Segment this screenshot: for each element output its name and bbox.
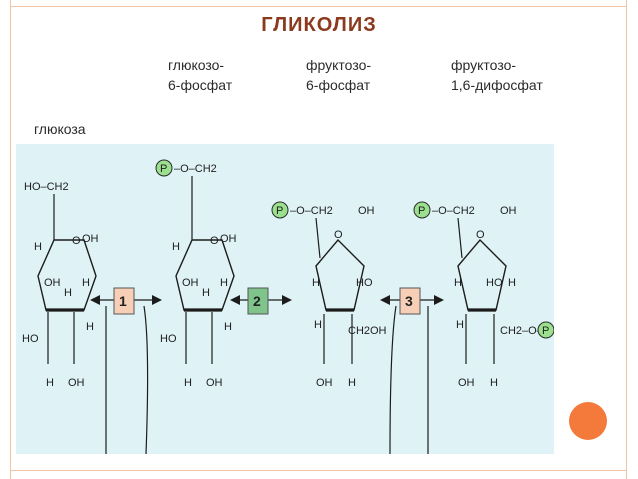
glycolysis-diagram: глюкоза глюкозо- 6-фосфат фруктозо- 6-фо… — [16, 57, 554, 454]
g6p-phosphate — [155, 159, 173, 177]
g6p-p: P — [160, 163, 167, 175]
g6p-h-4: H — [224, 321, 232, 333]
g6p-oh-2: OH — [182, 277, 199, 289]
frame-top-line — [10, 6, 626, 7]
step-1-box — [113, 287, 135, 315]
f16bp-oh-1: OH — [500, 205, 517, 217]
f16bp-h-2: H — [508, 277, 516, 289]
glucose-ho-ch2: HO–CH2 — [24, 181, 69, 193]
frame-bottom-line — [10, 470, 626, 471]
glucose-oh-2: OH — [44, 277, 61, 289]
label-g6p-line2: 6-фосфат — [168, 77, 233, 93]
g6p-structure: P –O–CH2 O OH H OH H H HO H H OH — [155, 159, 237, 389]
step-2-box — [247, 287, 269, 315]
label-f16bp-line2: 1,6-дифосфат — [451, 77, 543, 93]
f6p-oh-3: OH — [316, 377, 333, 389]
g6p-o-ch2: –O–CH2 — [174, 163, 217, 175]
g6p-ring-o: O — [210, 235, 219, 247]
step-1: 1 — [90, 287, 162, 454]
glucose-structure: HO–CH2 O OH H OH H H HO H H OH — [22, 181, 99, 389]
f6p-structure: P –O–CH2 O OH H HO H CH2OH OH H — [271, 201, 387, 389]
g6p-h-2: H — [220, 277, 228, 289]
f6p-h-3: H — [348, 377, 356, 389]
step-3-arrow-left — [380, 295, 390, 305]
g6p-oh-3: OH — [206, 377, 223, 389]
glucose-h-5: H — [46, 377, 54, 389]
f16bp-o-ch2: –O–CH2 — [432, 205, 475, 217]
f16bp-h-1: H — [454, 277, 462, 289]
f6p-oh-2: HO — [356, 277, 373, 289]
f6p-h-2: H — [314, 319, 322, 331]
slide-title: ГЛИКОЛИЗ — [261, 14, 377, 36]
f16bp-phosphate-1 — [413, 201, 431, 219]
g6p-h-5: H — [184, 377, 192, 389]
label-f6p-line2: 6-фосфат — [306, 77, 371, 93]
g6p-oh-1: OH — [220, 233, 237, 245]
f6p-phosphate — [271, 201, 289, 219]
f16bp-oh-2: OH — [458, 377, 475, 389]
g6p-h-3: H — [202, 287, 210, 299]
frame-right-line — [626, 0, 627, 479]
f16bp-bond — [457, 217, 463, 259]
step-2-number: 2 — [253, 293, 261, 309]
step-3: 3 — [380, 287, 444, 454]
step-2-arrow-left — [230, 295, 240, 305]
glucose-oh-1: OH — [82, 233, 99, 245]
glucose-ho: HO — [22, 333, 39, 345]
label-glucose: глюкоза — [34, 121, 86, 137]
f16bp-ch2-o: CH2–O– — [500, 325, 544, 337]
step-3-box — [399, 287, 421, 315]
f16bp-h-4: H — [490, 377, 498, 389]
f6p-ring-o: O — [334, 229, 343, 241]
g6p-h-1: H — [172, 241, 180, 253]
f16bp-h-3: H — [456, 319, 464, 331]
f16bp-p1: P — [418, 205, 425, 217]
glucose-ring-o: O — [72, 235, 81, 247]
f16bp-structure: P –O–CH2 O OH H HO H H CH2–O– P OH H — [413, 201, 554, 389]
label-g6p-line1: глюкозо- — [168, 57, 224, 73]
f6p-p: P — [276, 205, 283, 217]
f16bp-ho: HO — [486, 277, 503, 289]
glucose-h-2: H — [82, 277, 90, 289]
step-2: 2 — [230, 287, 292, 315]
f6p-oh-1: OH — [358, 205, 375, 217]
label-f6p-line1: фруктозо- — [306, 57, 371, 73]
f6p-o-ch2: –O–CH2 — [290, 205, 333, 217]
step-1-line-down-right — [143, 305, 149, 454]
step-3-line-down-left — [389, 305, 397, 454]
g6p-ho: HO — [160, 333, 177, 345]
frame-left-line — [10, 0, 11, 479]
f6p-ch2oh: CH2OH — [348, 325, 387, 337]
f16bp-ring — [457, 238, 507, 311]
step-1-arrow-left — [90, 295, 100, 305]
glucose-h-3: H — [64, 287, 72, 299]
glucose-h-4: H — [86, 321, 94, 333]
f6p-bond — [315, 217, 321, 259]
step-2-arrow-right — [282, 295, 292, 305]
f16bp-ring-o: O — [476, 229, 485, 241]
f6p-ring — [315, 238, 365, 311]
label-f16bp-line1: фруктозо- — [451, 57, 516, 73]
decorative-orange-circle — [569, 402, 607, 440]
step-1-arrow-right — [152, 295, 162, 305]
step-3-arrow-right — [434, 295, 444, 305]
step-3-number: 3 — [405, 293, 413, 309]
glucose-oh-3: OH — [68, 377, 85, 389]
glucose-h-1: H — [34, 241, 42, 253]
f16bp-p2: P — [542, 325, 549, 337]
f16bp-phosphate-2 — [537, 321, 554, 339]
f6p-h-1: H — [312, 277, 320, 289]
step-1-number: 1 — [119, 293, 127, 309]
